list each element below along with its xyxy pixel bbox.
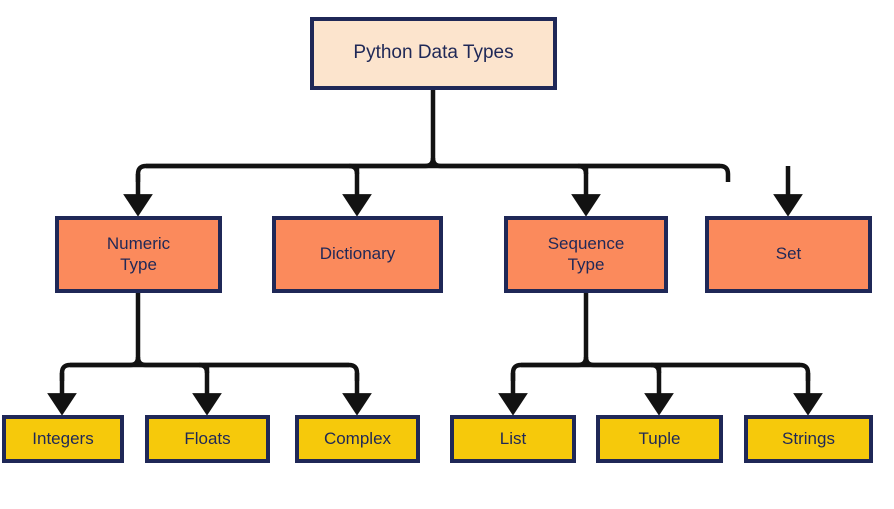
node-floats[interactable]: Floats — [145, 415, 270, 463]
node-label-tuple: Tuple — [638, 428, 681, 448]
node-list[interactable]: List — [450, 415, 576, 463]
node-label-dictionary: Dictionary — [319, 244, 396, 264]
edge-sequence-bus-right-join — [583, 356, 800, 368]
node-label-strings: Strings — [782, 428, 835, 448]
node-label-python-data-types: Python Data Types — [353, 42, 514, 64]
node-sequence-type[interactable]: Sequence Type — [504, 216, 668, 293]
node-tuple[interactable]: Tuple — [596, 415, 723, 463]
edge-numeric-bus-left-join — [70, 356, 141, 368]
node-label-floats: Floats — [184, 428, 231, 448]
edge-root-bus — [135, 163, 731, 182]
edge-sequence-corner — [577, 163, 589, 175]
node-label-set: Set — [775, 244, 802, 264]
node-label-sequence-type: Sequence Type — [547, 234, 625, 274]
node-label-list: List — [499, 428, 527, 448]
edge-bus-left-join — [146, 157, 436, 169]
node-python-data-types[interactable]: Python Data Types — [310, 17, 557, 90]
edge-numeric-bus — [59, 362, 360, 381]
node-strings[interactable]: Strings — [744, 415, 873, 463]
node-label-numeric-type: Numeric Type — [106, 234, 171, 274]
node-label-complex: Complex — [323, 428, 392, 448]
node-complex[interactable]: Complex — [295, 415, 420, 463]
edge-numeric-bus-right-join — [135, 356, 349, 368]
edge-bus-right-join — [430, 157, 720, 169]
edge-numeric-floats-corner — [198, 362, 210, 374]
node-integers[interactable]: Integers — [2, 415, 124, 463]
node-label-integers: Integers — [32, 428, 94, 448]
edge-sequence-tuple-corner — [650, 362, 662, 374]
edge-dictionary-corner — [348, 163, 360, 175]
edge-sequence-bus-left-join — [521, 356, 589, 368]
node-numeric-type[interactable]: Numeric Type — [55, 216, 222, 293]
node-set[interactable]: Set — [705, 216, 872, 293]
node-dictionary[interactable]: Dictionary — [272, 216, 443, 293]
